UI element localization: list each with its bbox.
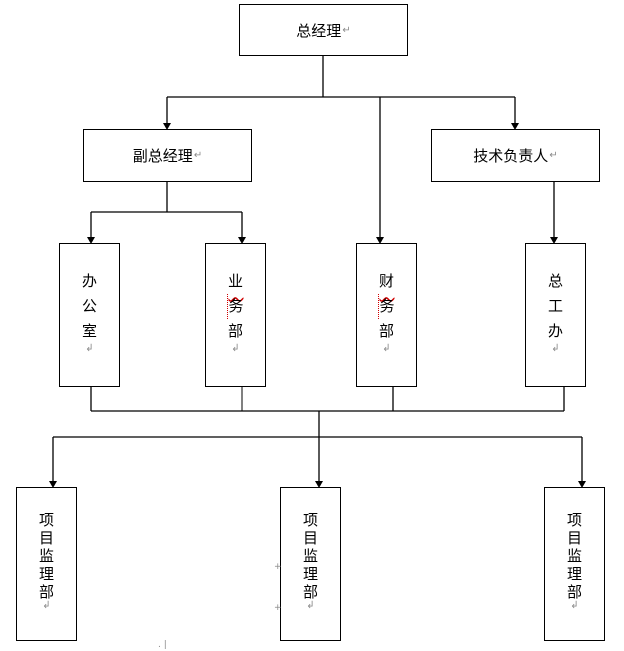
arrowhead-project-1 — [49, 481, 57, 488]
vertical-label: 项 目 监 理 部 ↲ — [303, 511, 318, 611]
node-technical-lead[interactable]: 技术负责人↵ — [431, 129, 600, 182]
label-char: 公 — [81, 296, 97, 315]
label-char: 监 — [566, 547, 582, 565]
vertical-label: 财 务 部 ↲ — [378, 269, 395, 354]
paragraph-mark-icon: ↵ — [342, 24, 351, 36]
label-char: 工 — [547, 296, 563, 315]
arrowhead-office — [87, 237, 95, 244]
node-general-manager[interactable]: 总经理↵ — [239, 4, 408, 56]
anchor-mark-icon: + — [274, 603, 282, 613]
vertical-label: 项 目 监 理 部 ↲ — [39, 511, 54, 611]
cursor-mark: . | — [158, 640, 167, 650]
vertical-label: 业 务 部 ↲ — [227, 269, 244, 354]
node-label: 技术负责人 — [473, 147, 549, 165]
paragraph-mark-icon: ↲ — [231, 342, 240, 354]
label-char: 目 — [566, 529, 582, 547]
label-char: 理 — [566, 565, 582, 583]
label-char: 办 — [547, 321, 563, 340]
label-char-spellcheck: 务 — [227, 293, 244, 319]
paragraph-mark-icon: ↲ — [306, 600, 315, 611]
paragraph-mark-icon: ↲ — [570, 600, 579, 611]
node-label: 总经理 — [296, 21, 342, 40]
label-char: 业 — [227, 271, 243, 290]
node-finance-dept[interactable]: 财 务 部 ↲ — [356, 243, 417, 387]
arrowhead-project-3 — [578, 481, 586, 488]
label-char-spellcheck: 务 — [378, 293, 395, 319]
node-project-supervision-1[interactable]: 项 目 监 理 部 ↲ — [16, 487, 77, 641]
paragraph-mark-icon: ↲ — [42, 600, 51, 611]
node-label: 副总经理 — [132, 147, 193, 165]
label-char: 理 — [38, 565, 54, 583]
node-office[interactable]: 办 公 室 ↲ — [59, 243, 120, 387]
arrowhead-deputy — [163, 123, 171, 130]
arrowhead-finance — [376, 237, 384, 244]
node-project-supervision-3[interactable]: 项 目 监 理 部 ↲ — [544, 487, 605, 641]
paragraph-mark-icon: ↲ — [382, 342, 391, 354]
label-char: 部 — [38, 583, 54, 601]
label-char: 监 — [302, 547, 318, 565]
node-project-supervision-2[interactable]: 项 目 监 理 部 ↲ — [280, 487, 341, 641]
node-chief-engineer-office[interactable]: 总 工 办 ↲ — [525, 243, 586, 387]
paragraph-mark-icon: ↲ — [85, 342, 94, 354]
label-char: 总 — [547, 271, 563, 290]
vertical-label: 总 工 办 ↲ — [548, 269, 563, 354]
node-business-dept[interactable]: 业 务 部 ↲ — [205, 243, 266, 387]
node-deputy-manager[interactable]: 副总经理↵ — [83, 129, 252, 182]
label-char: 理 — [302, 565, 318, 583]
paragraph-mark-icon: ↲ — [551, 342, 560, 354]
paragraph-mark-icon: ↵ — [549, 150, 558, 161]
arrowhead-project-2 — [315, 481, 323, 488]
label-char: 办 — [81, 271, 97, 290]
label-char: 项 — [566, 511, 582, 529]
paragraph-mark-icon: ↵ — [193, 150, 203, 161]
label-char: 项 — [38, 511, 54, 529]
label-char: 目 — [38, 529, 54, 547]
label-char: 部 — [227, 321, 243, 340]
label-char: 监 — [38, 547, 54, 565]
label-char: 室 — [81, 321, 97, 340]
vertical-label: 项 目 监 理 部 ↲ — [567, 511, 582, 611]
label-char: 项 — [302, 511, 318, 529]
label-char: 部 — [378, 321, 394, 340]
label-char: 部 — [566, 583, 582, 601]
label-char: 目 — [302, 529, 318, 547]
label-char: 部 — [302, 583, 318, 601]
vertical-label: 办 公 室 ↲ — [82, 269, 97, 354]
anchor-mark-icon: + — [274, 562, 282, 572]
label-char: 财 — [378, 271, 394, 290]
arrowhead-chief-engineer — [550, 237, 558, 244]
arrowhead-tech — [511, 123, 519, 130]
arrowhead-business — [238, 237, 246, 244]
